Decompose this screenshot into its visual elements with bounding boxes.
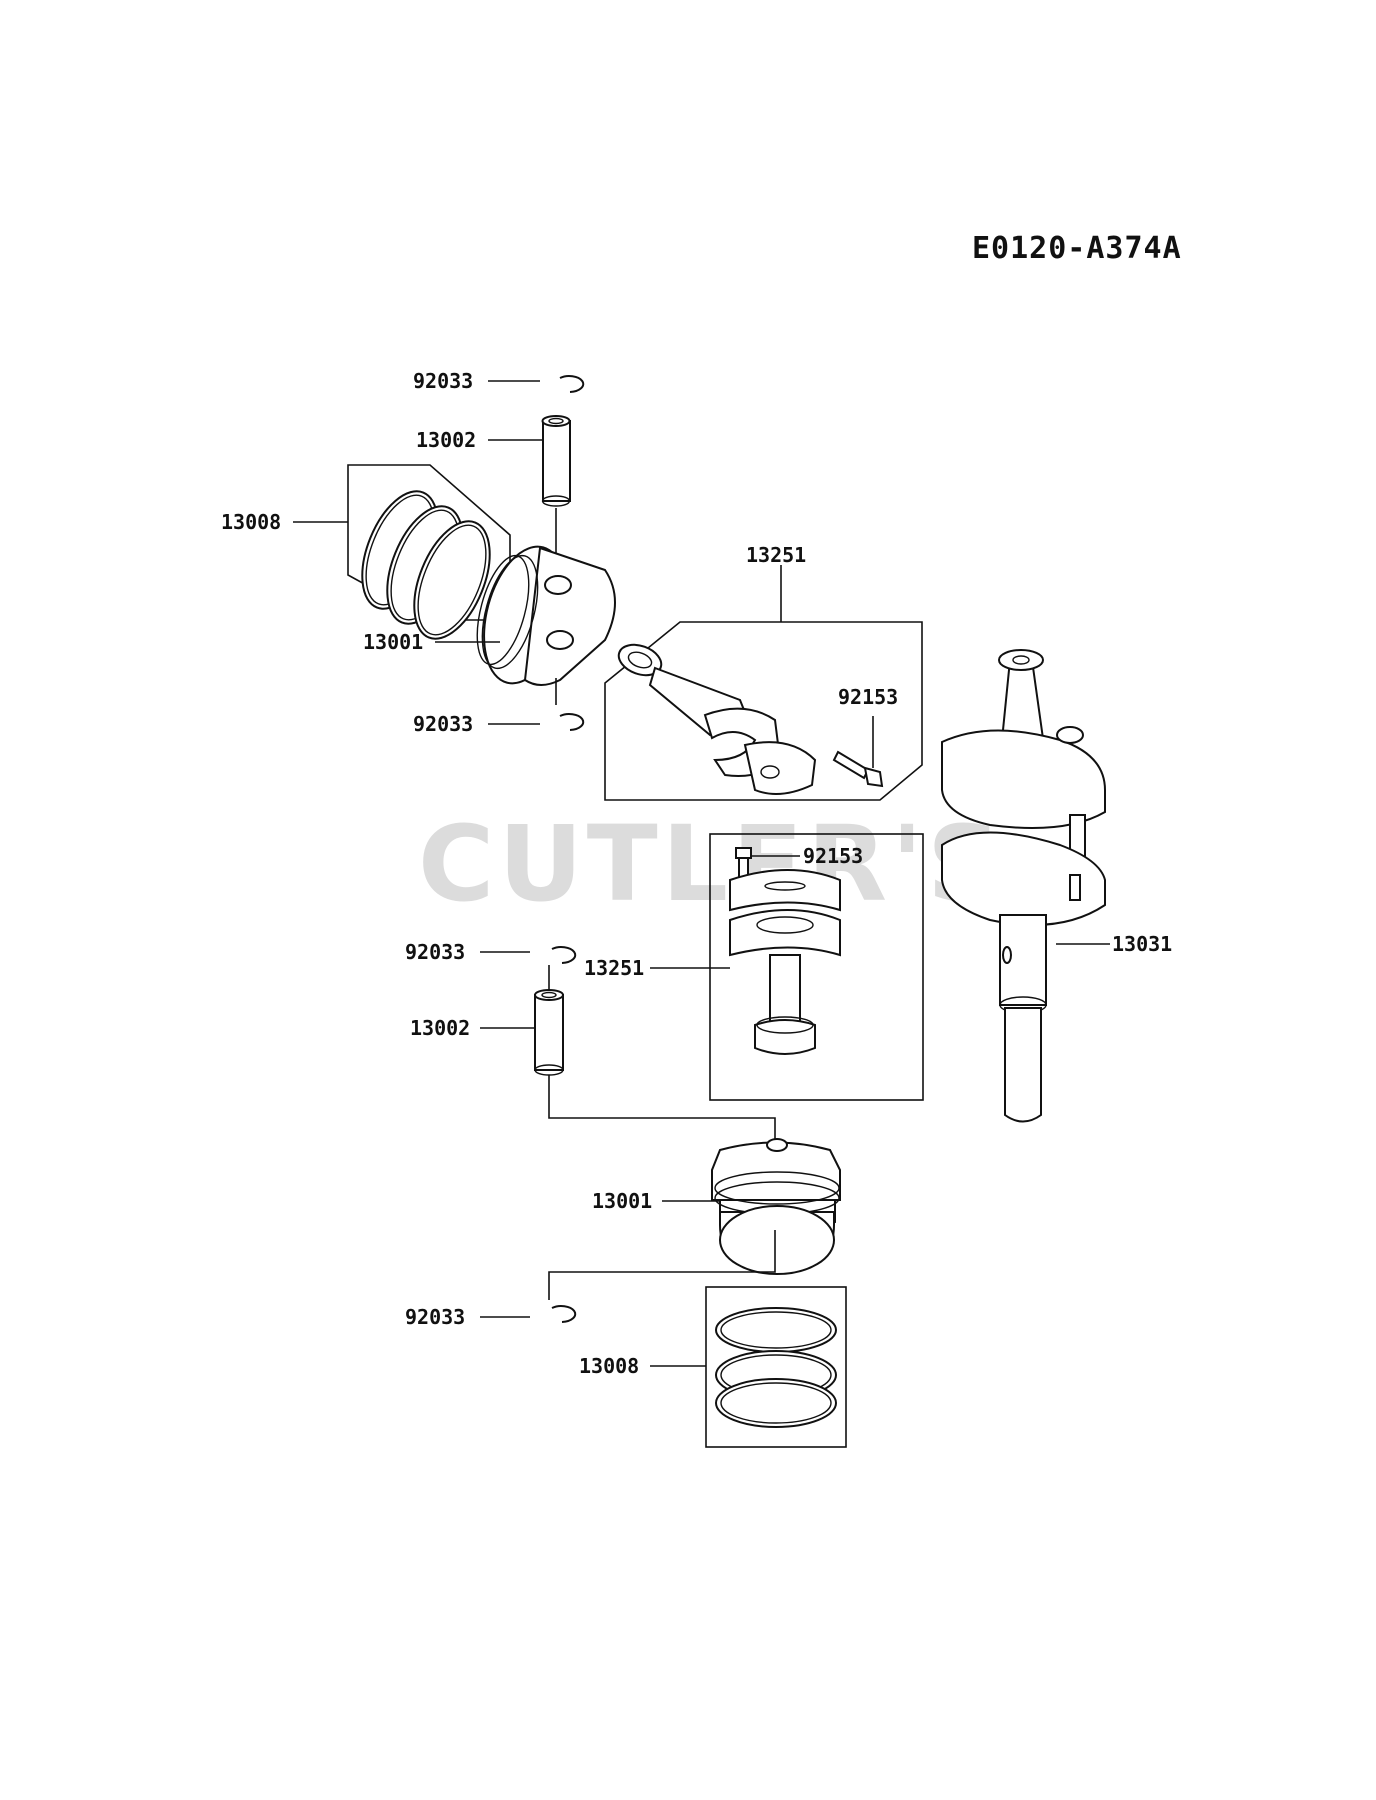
callout-label: 92153 (803, 844, 863, 868)
piston-rings-top (361, 490, 491, 640)
piston-pin-bottom (534, 989, 564, 1076)
callout-label: 13001 (363, 630, 423, 654)
callout-label: 13251 (746, 543, 806, 567)
circlip-bottom-2 (551, 1305, 577, 1323)
watermark: CUTLER'S (418, 803, 1006, 925)
circlip-bottom-1 (551, 946, 577, 964)
callout-label: 92033 (405, 940, 465, 964)
callout-label: 92033 (413, 712, 473, 736)
connecting-rod-bottom (729, 869, 841, 1055)
callout-label: 13031 (1112, 932, 1172, 956)
callout-label: 13008 (221, 510, 281, 534)
callout-label: 92033 (413, 369, 473, 393)
callout-label: 92153 (838, 685, 898, 709)
piston-rings-bottom (715, 1307, 837, 1428)
piston-top (476, 545, 616, 686)
callout-label: 13002 (410, 1016, 470, 1040)
callout-label: 13001 (592, 1189, 652, 1213)
bolt-top (832, 750, 884, 788)
crankshaft (941, 649, 1106, 1123)
callout-label: 92033 (405, 1305, 465, 1329)
callout-label: 13002 (416, 428, 476, 452)
piston-bottom (711, 1138, 841, 1275)
callout-label: 13008 (579, 1354, 639, 1378)
circlip-top-2 (559, 713, 585, 731)
connecting-rod-top (617, 643, 817, 795)
callout-label: 13251 (584, 956, 644, 980)
piston-pin-top (541, 415, 571, 507)
diagram-code: E0120-A374A (972, 231, 1182, 266)
circlip-top-1 (559, 375, 585, 393)
